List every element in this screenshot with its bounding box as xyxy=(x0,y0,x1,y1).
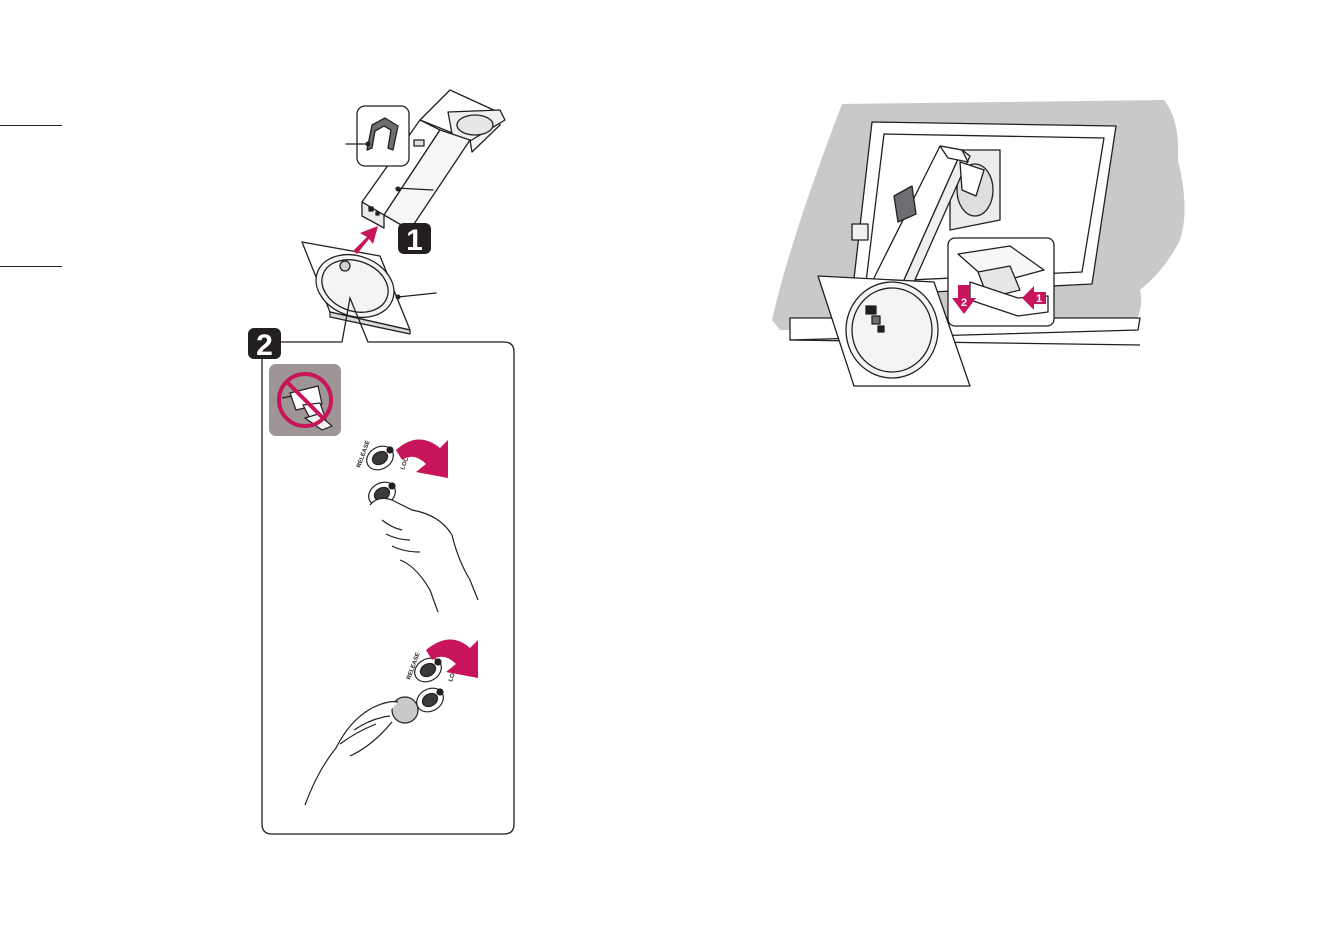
inset-number-2: 2 xyxy=(961,297,967,309)
inset-number-1: 1 xyxy=(1036,293,1042,305)
